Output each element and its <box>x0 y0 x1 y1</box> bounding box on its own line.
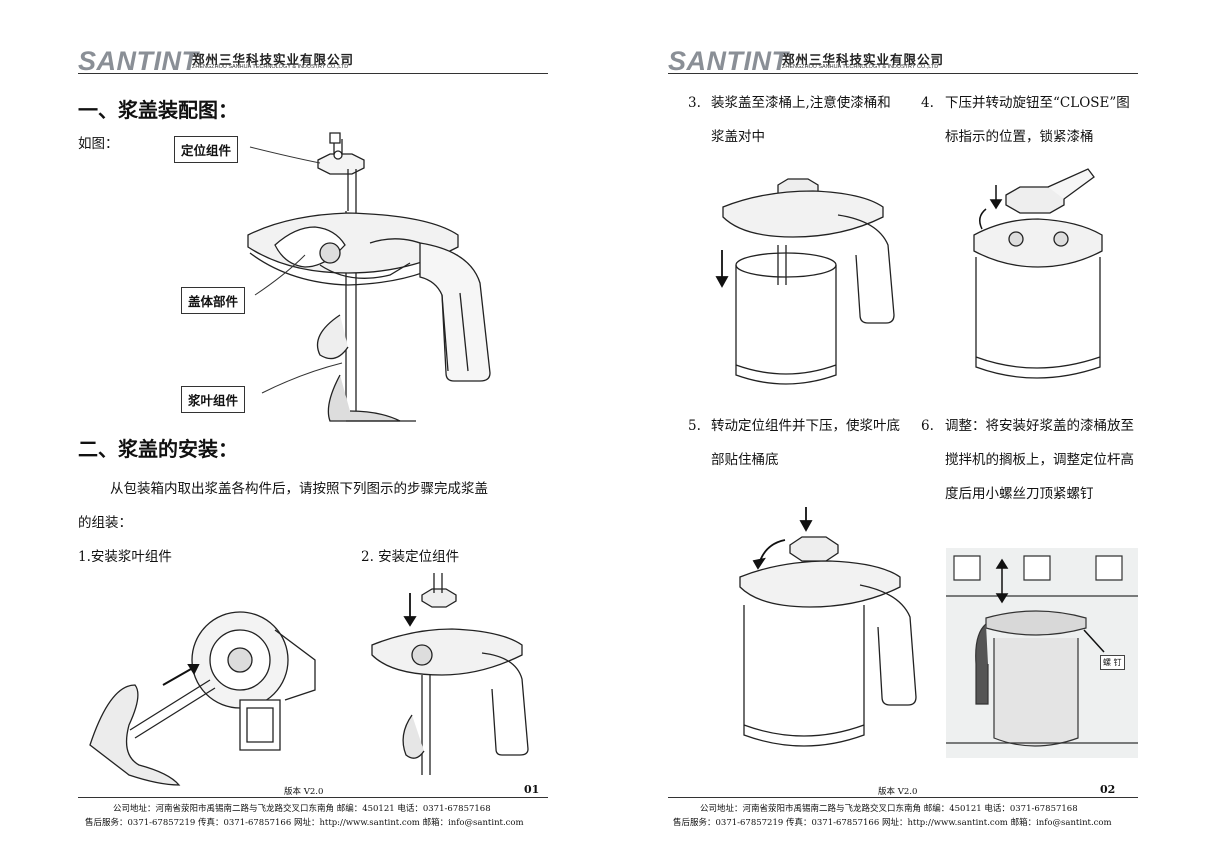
step5-number: 5. <box>688 418 701 434</box>
assembly-drawing <box>170 125 490 425</box>
footer-service: 售后服务：0371-67857219 传真：0371-67857166 网址：h… <box>85 818 524 828</box>
intro-line-1: 从包装箱内取出浆盖各构件后，请按照下列图示的步骤完成浆盖 <box>110 481 488 497</box>
step5-drawing <box>730 505 920 760</box>
footer-service: 售后服务：0371-67857219 传真：0371-67857166 网址：h… <box>673 818 1112 828</box>
section2-title: 二、浆盖的安装： <box>78 437 238 461</box>
company-name-en: ZHENGZHOU SANHUA TECHNOLOGY & INDUSTRY C… <box>192 64 349 70</box>
step3-text: 装浆盖至漆桶上,注意使漆桶和浆盖对中 <box>711 95 891 145</box>
page-right: SANTINT 郑州三华科技实业有限公司 ZHENGZHOU SANHUA TE… <box>608 0 1217 862</box>
company-name-cn: 郑州三华科技实业有限公司 <box>192 52 355 67</box>
step2-label: 2. 安装定位组件 <box>361 549 460 565</box>
page-number: 01 <box>524 783 540 796</box>
step6-text: 调整：将安装好浆盖的漆桶放至搅拌机的搁板上，调整定位杆高度后用小螺丝刀顶紧螺钉 <box>945 418 1134 502</box>
logo-text: SANTINT <box>668 46 789 76</box>
footer-address: 公司地址：河南省荥阳市禹锡南二路与飞龙路交叉口东南角 邮编：450121 电话：… <box>700 804 1078 814</box>
as-shown-label: 如图： <box>78 136 119 152</box>
footer-address: 公司地址：河南省荥阳市禹锡南二路与飞龙路交叉口东南角 邮编：450121 电话：… <box>113 804 491 814</box>
santint-logo: SANTINT <box>78 46 199 77</box>
callout-screw: 螺 钉 <box>1100 655 1125 670</box>
callout-positioning-component: 定位组件 <box>174 136 239 163</box>
step2-drawing <box>362 565 532 780</box>
footer-rule <box>78 797 548 798</box>
step6-number: 6. <box>921 418 934 434</box>
header-rule <box>668 73 1138 74</box>
santint-logo: SANTINT <box>668 46 789 77</box>
company-name-cn: 郑州三华科技实业有限公司 <box>782 52 945 67</box>
step4-number: 4. <box>921 95 934 111</box>
step1-drawing <box>85 590 335 785</box>
step3-drawing <box>708 165 898 395</box>
callout-paddle: 浆叶组件 <box>181 386 246 413</box>
page-left: SANTINT 郑州三华科技实业有限公司 ZHENGZHOU SANHUA TE… <box>0 0 608 862</box>
page-number: 02 <box>1100 783 1116 796</box>
step6-drawing <box>946 548 1138 758</box>
step3-number: 3. <box>688 95 701 111</box>
intro-line-2: 的组装： <box>78 515 132 531</box>
logo-text: SANTINT <box>78 46 199 76</box>
footer-rule <box>668 797 1138 798</box>
section1-title: 一、浆盖装配图： <box>78 98 238 122</box>
company-name-en: ZHENGZHOU SANHUA TECHNOLOGY & INDUSTRY C… <box>782 64 939 70</box>
step4-text: 下压并转动旋钮至“CLOSE”图标指示的位置，锁紧漆桶 <box>945 95 1130 145</box>
step4-drawing <box>966 165 1111 395</box>
header-rule <box>78 73 548 74</box>
version-label: 版本 V2.0 <box>878 787 918 797</box>
step1-label: 1.安装浆叶组件 <box>78 549 172 565</box>
step5-text: 转动定位组件并下压，使浆叶底部贴住桶底 <box>711 418 900 468</box>
callout-lid-body: 盖体部件 <box>181 287 246 314</box>
version-label: 版本 V2.0 <box>284 787 324 797</box>
